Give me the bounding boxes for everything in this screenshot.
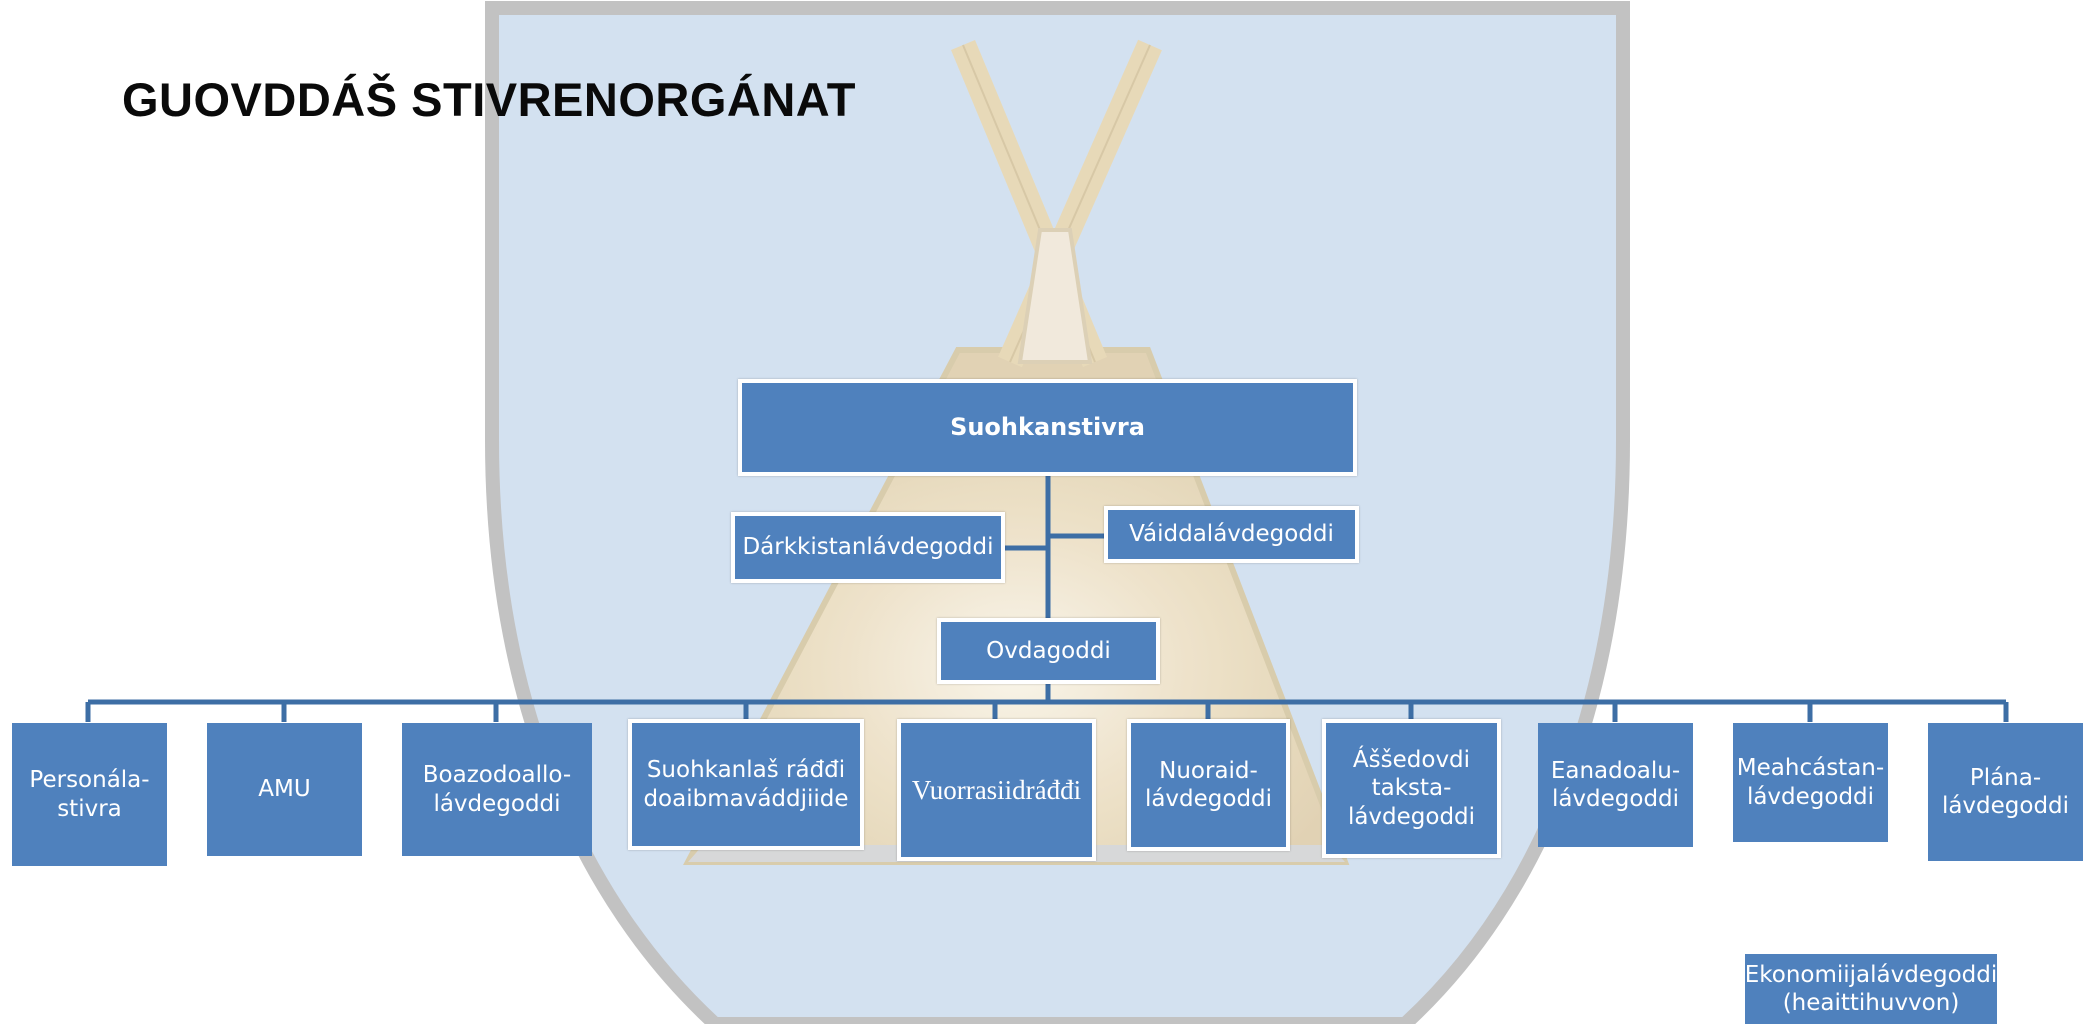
- node-boazodoallolavdegoddi: Boazodoallo- lávdegoddi: [402, 723, 592, 856]
- node-vaiddalavdegoddi: Váiddalávdegoddi: [1104, 506, 1359, 563]
- node-ekonomiijalavdegoddi: Ekonomiijalávdegoddi (heaittihuvvon): [1745, 954, 1997, 1024]
- node-eanadoalulavdegoddi: Eanadoalu- lávdegoddi: [1538, 723, 1693, 847]
- node-ovdagoddi: Ovdagoddi: [937, 618, 1160, 684]
- node-amu: AMU: [207, 723, 362, 856]
- node-planalavdegoddi: Plána- lávdegoddi: [1928, 723, 2083, 861]
- node-nuoraidlavdegoddi: Nuoraid- lávdegoddi: [1127, 719, 1290, 851]
- node-meahcastanlavdegoddi: Meahcástan- lávdegoddi: [1733, 723, 1888, 842]
- node-suohkanstivra: Suohkanstivra: [738, 379, 1357, 476]
- connector-lines: [85, 476, 2009, 722]
- node-darkkistanlavdegoddi: Dárkkistanlávdegoddi: [731, 512, 1005, 583]
- page-title: GUOVDDÁŠ STIVRENORGÁNAT: [122, 73, 856, 126]
- node-vuorrasiidraddi: Vuorrasiidráđđi: [897, 719, 1096, 861]
- node-assedovdi: Áššedovdi taksta- lávdegoddi: [1322, 719, 1501, 858]
- node-suohkanlas-raddi: Suohkanlaš ráđđi doaibmaváddjiide: [628, 719, 864, 850]
- node-personalastivra: Personála- stivra: [12, 723, 167, 866]
